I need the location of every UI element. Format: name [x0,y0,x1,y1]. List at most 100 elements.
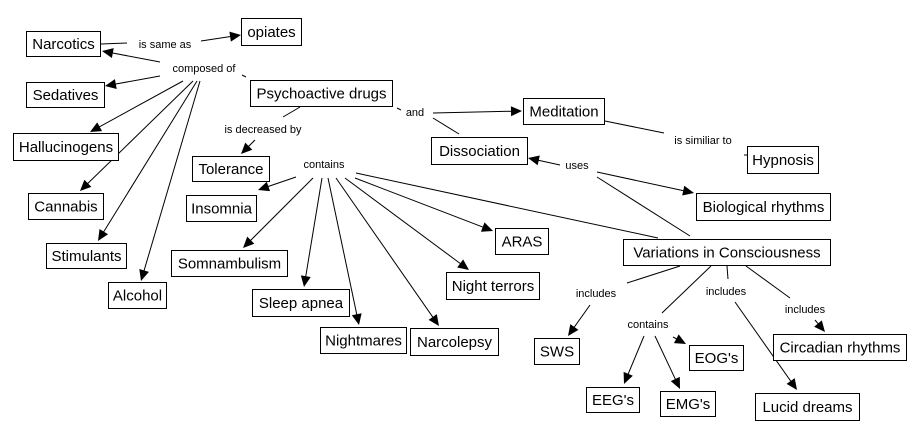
arrowhead-icon [229,31,241,42]
concept-variations[interactable]: Variations in Consciousness [623,239,831,266]
linking-phrase-includes1[interactable]: includes [572,287,620,301]
linking-phrase-text: includes [576,288,617,300]
linking-phrase-background [300,158,348,172]
linking-phrase-decreased[interactable]: is decreased by [221,123,306,137]
connector-line [604,120,665,134]
concept-aras[interactable]: ARAS [495,228,549,255]
connection-lp_contains2-to-eegs [623,335,645,384]
concept-label: Hallucinogens [19,139,113,156]
concept-box [623,239,831,266]
connector-line [572,304,591,330]
concept-label: Lucid dreams [762,399,852,416]
linking-phrase-includes3[interactable]: includes [781,303,829,317]
linking-phrase-background [624,318,672,332]
arrowhead-icon [300,275,311,287]
concept-somnambulism[interactable]: Somnambulism [171,250,288,277]
connection-lp_includes3-to-circadian [814,319,825,332]
connection-meditation-to-lp_similar [604,120,665,134]
concept-nightterrors[interactable]: Night terrors [446,272,540,300]
concept-label: opiates [247,24,295,41]
concept-box [523,98,605,125]
concept-hypnosis[interactable]: Hypnosis [747,146,819,174]
concept-eogs[interactable]: EOG's [689,345,744,371]
concept-box [186,195,257,222]
linking-phrase-text: and [406,107,424,119]
connection-lp_includes1-to-sws [568,304,591,336]
concept-insomnia[interactable]: Insomnia [186,195,257,222]
concept-cannabis[interactable]: Cannabis [28,193,104,220]
connector-line [432,117,460,135]
connector-line [355,172,659,239]
linking-phrase-contains1[interactable]: contains [300,158,348,172]
linking-phrase-text: contains [628,319,669,331]
concept-box [46,243,127,269]
linking-phrases-layer: is same as composed of is decreased by and i… [135,38,829,332]
concept-label: Biological rhythms [703,199,825,216]
connector-line [354,177,485,229]
concept-label: Stimulants [51,248,121,265]
arrowhead-icon [673,334,686,344]
concept-opiates[interactable]: opiates [241,18,302,46]
connector-line [266,176,297,188]
concept-label: Meditation [529,104,598,121]
connector-line [200,35,233,42]
connector-line [745,265,791,299]
connector-line [726,265,729,280]
arrowhead-icon [351,313,362,325]
concept-box [241,18,302,46]
connection-variations-to-lp_uses [596,176,691,237]
concept-sleepapnea[interactable]: Sleep apnea [252,289,350,317]
concept-sedatives[interactable]: Sedatives [26,82,105,108]
concept-narcotics[interactable]: Narcotics [26,31,101,57]
connector-line [536,159,561,166]
concept-psychoactive[interactable]: Psychoactive drugs [250,80,393,107]
concept-box [26,31,101,57]
linking-phrase-same[interactable]: is same as [135,38,195,52]
concept-meditation[interactable]: Meditation [523,98,605,125]
connection-lp_composed-to-stimulants [98,80,198,241]
connector-line [282,106,301,118]
linking-phrase-and[interactable]: and [402,106,428,120]
concept-label: Psychoactive drugs [256,86,386,103]
concept-stimulants[interactable]: Stimulants [46,243,127,269]
linking-phrase-similar[interactable]: is similiar to [671,134,735,148]
concept-narcolepsy[interactable]: Narcolepsy [410,328,499,356]
concept-label: Hypnosis [752,152,814,169]
linking-phrase-text: uses [565,160,589,172]
concept-label: Dissociation [439,143,520,160]
linking-phrase-includes2[interactable]: includes [702,285,750,299]
concept-biological[interactable]: Biological rhythms [696,193,831,221]
concept-circadian[interactable]: Circadian rhythms [773,334,907,361]
linking-phrase-contains2[interactable]: contains [624,318,672,332]
linking-phrase-uses[interactable]: uses [562,159,593,173]
concept-label: Variations in Consciousness [633,245,820,262]
connection-lp_composed-to-alcohol [139,80,201,281]
concept-box [755,393,860,421]
concept-box [534,338,580,365]
connection-psychoactive-to-lp_decreased [282,106,301,118]
concept-box [446,272,540,300]
concept-label: Tolerance [198,161,263,178]
concept-label: Narcotics [32,36,95,53]
connector-line [304,177,323,279]
arrowhead-icon [510,106,522,117]
concept-sws[interactable]: SWS [534,338,580,365]
concept-emgs[interactable]: EMG's [660,391,716,417]
concept-box [250,80,393,107]
concept-dissociation[interactable]: Dissociation [431,137,528,165]
concept-hallucinogens[interactable]: Hallucinogens [13,133,119,161]
arrowhead-icon [80,179,92,191]
concept-lucid[interactable]: Lucid dreams [755,393,860,421]
concept-eegs[interactable]: EEG's [586,387,640,413]
linking-phrase-composed[interactable]: composed of [169,62,240,76]
linking-phrase-background [572,287,620,301]
connector-line [113,75,161,85]
linking-phrase-background [702,285,750,299]
concept-tolerance[interactable]: Tolerance [192,156,270,182]
connection-lp_contains1-to-narcolepsy [335,177,439,326]
concept-alcohol[interactable]: Alcohol [108,282,167,309]
arrowhead-icon [428,314,439,326]
concept-label: ARAS [502,234,543,251]
concept-nightmares[interactable]: Nightmares [320,327,407,354]
concept-box [171,250,288,277]
